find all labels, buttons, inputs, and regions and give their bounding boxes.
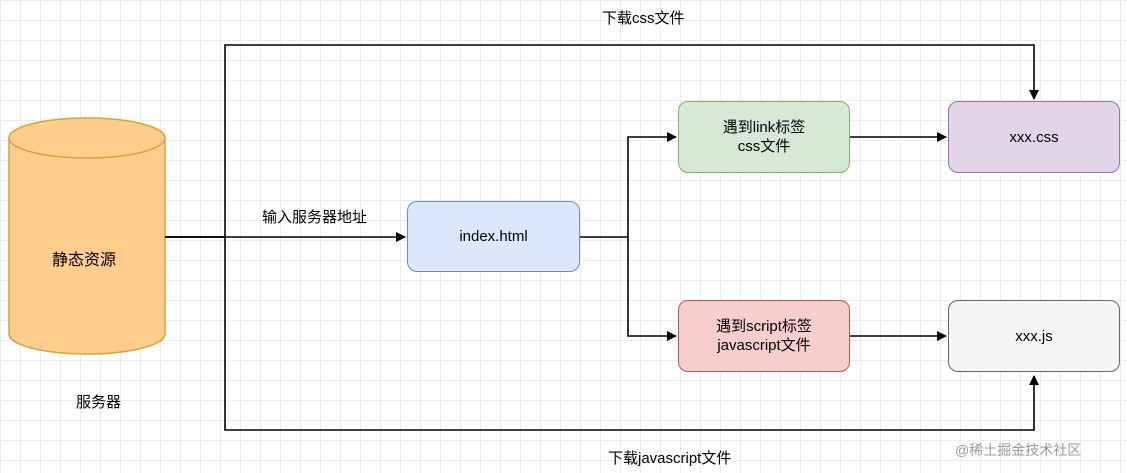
static-resources-cylinder bbox=[8, 117, 166, 355]
download-js-label: 下载javascript文件 bbox=[608, 450, 732, 467]
index-html-label: index.html bbox=[459, 228, 528, 245]
script-tag-node: 遇到script标签 javascript文件 bbox=[678, 300, 850, 372]
server-label: 服务器 bbox=[76, 394, 122, 411]
xxx-css-node: xxx.css bbox=[948, 101, 1120, 173]
watermark: @稀土掘金技术社区 bbox=[955, 442, 1082, 458]
input-address-label: 输入服务器地址 bbox=[262, 209, 368, 226]
edge-index-to-script bbox=[627, 237, 677, 341]
edge-download-js bbox=[165, 236, 1039, 431]
link-tag-line2: css文件 bbox=[737, 138, 791, 155]
index-html-node: index.html bbox=[407, 201, 580, 272]
xxx-js-node: xxx.js bbox=[948, 300, 1120, 372]
edge-index-to-link bbox=[580, 132, 677, 238]
download-css-label: 下载css文件 bbox=[602, 10, 685, 27]
script-tag-line2: javascript文件 bbox=[717, 337, 811, 354]
script-tag-line1: 遇到script标签 bbox=[716, 318, 812, 335]
static-resources-label: 静态资源 bbox=[52, 252, 117, 269]
link-tag-node: 遇到link标签 css文件 bbox=[678, 101, 850, 173]
xxx-js-label: xxx.js bbox=[1015, 327, 1053, 345]
link-tag-line1: 遇到link标签 bbox=[722, 119, 806, 136]
xxx-css-label: xxx.css bbox=[1009, 128, 1059, 146]
